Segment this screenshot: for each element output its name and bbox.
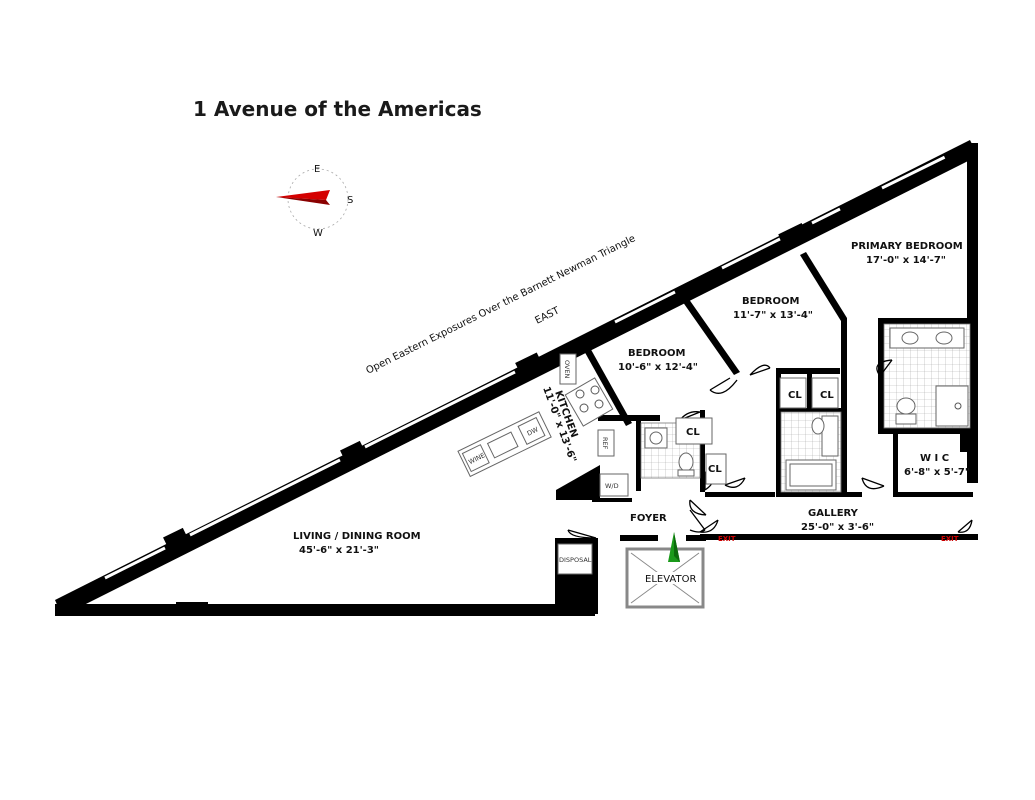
exterior-walls — [55, 140, 978, 616]
gallery-dims: 25'-0" x 3'-6" — [801, 522, 874, 533]
exit-label: EXIT — [718, 535, 736, 543]
primary-bedroom-dims: 17'-0" x 14'-7" — [866, 255, 946, 266]
gallery-name: GALLERY — [808, 508, 859, 519]
foyer-name: FOYER — [630, 513, 667, 524]
exit-label: EXIT — [941, 535, 959, 543]
svg-text:DISPOSAL: DISPOSAL — [559, 556, 592, 564]
closets: CL CL CL CL — [675, 377, 839, 485]
bedroom-1-name: BEDROOM — [628, 348, 685, 359]
bedroom-2-name: BEDROOM — [742, 296, 799, 307]
wic-dims: 6'-8" x 5'-7" — [904, 467, 970, 478]
compass-needle — [276, 190, 330, 200]
oven-label: OVEN — [563, 360, 571, 379]
exit-markers: EXIT EXIT — [699, 519, 973, 543]
east-label: EAST — [533, 305, 562, 327]
compass-east-label: E — [314, 164, 320, 175]
compass: E S W — [276, 164, 353, 239]
living-room-dims: 45'-6" x 21'-3" — [299, 545, 379, 556]
compass-west-label: W — [313, 228, 323, 239]
primary-bedroom-name: PRIMARY BEDROOM — [851, 241, 963, 252]
living-room-name: LIVING / DINING ROOM — [293, 531, 421, 542]
closet-label: CL — [788, 390, 802, 401]
kitchen-fixtures: OVEN REF WINE DW — [457, 353, 615, 478]
disposal: DISPOSAL — [557, 543, 593, 575]
svg-text:ELEVATOR: ELEVATOR — [645, 574, 696, 585]
doors — [567, 359, 893, 539]
compass-south-label: S — [347, 195, 353, 206]
refrigerator-label: REF — [601, 437, 609, 450]
room-labels: PRIMARY BEDROOM 17'-0" x 14'-7" BEDROOM … — [293, 241, 970, 556]
closet-label: CL — [686, 427, 700, 438]
floorplan-title: 1 Avenue of the Americas — [193, 97, 482, 121]
closet-label: CL — [708, 464, 722, 475]
bedroom-2-dims: 11'-7" x 13'-4" — [733, 310, 813, 321]
elevator: ELEVATOR — [625, 547, 705, 609]
wic-name: W I C — [920, 453, 949, 464]
bathrooms — [640, 323, 971, 493]
entry-arrow — [668, 532, 680, 562]
interior-walls — [556, 252, 978, 614]
washer-dryer: W/D — [599, 473, 629, 497]
closet-label: CL — [820, 390, 834, 401]
svg-text:W/D: W/D — [605, 482, 619, 490]
exposure-note: Open Eastern Exposures Over the Barnett … — [364, 233, 637, 376]
bedroom-1-dims: 10'-6" x 12'-4" — [618, 362, 698, 373]
